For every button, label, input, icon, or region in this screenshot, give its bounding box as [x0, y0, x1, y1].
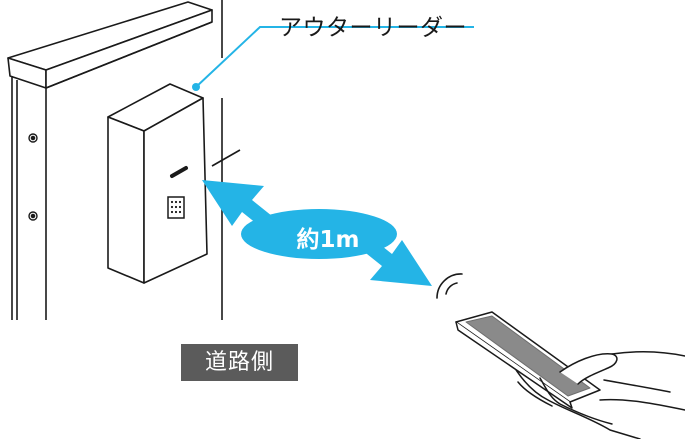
wireless-signal-icon	[436, 273, 463, 299]
outer-reader-label: アウターリーダー	[279, 15, 467, 41]
outer-reader	[107, 83, 208, 284]
hand-with-smartphone	[455, 311, 685, 439]
distance-label: 約1m	[296, 227, 360, 253]
callout-leader	[192, 26, 474, 91]
distance-bubble	[241, 209, 397, 259]
road-side-badge: 道路側	[181, 344, 298, 381]
distance-arrow	[202, 180, 432, 286]
wall-edge	[211, 0, 241, 320]
gate-post	[7, 1, 213, 320]
keypad-icon	[167, 196, 185, 219]
screw-icon	[28, 133, 38, 221]
